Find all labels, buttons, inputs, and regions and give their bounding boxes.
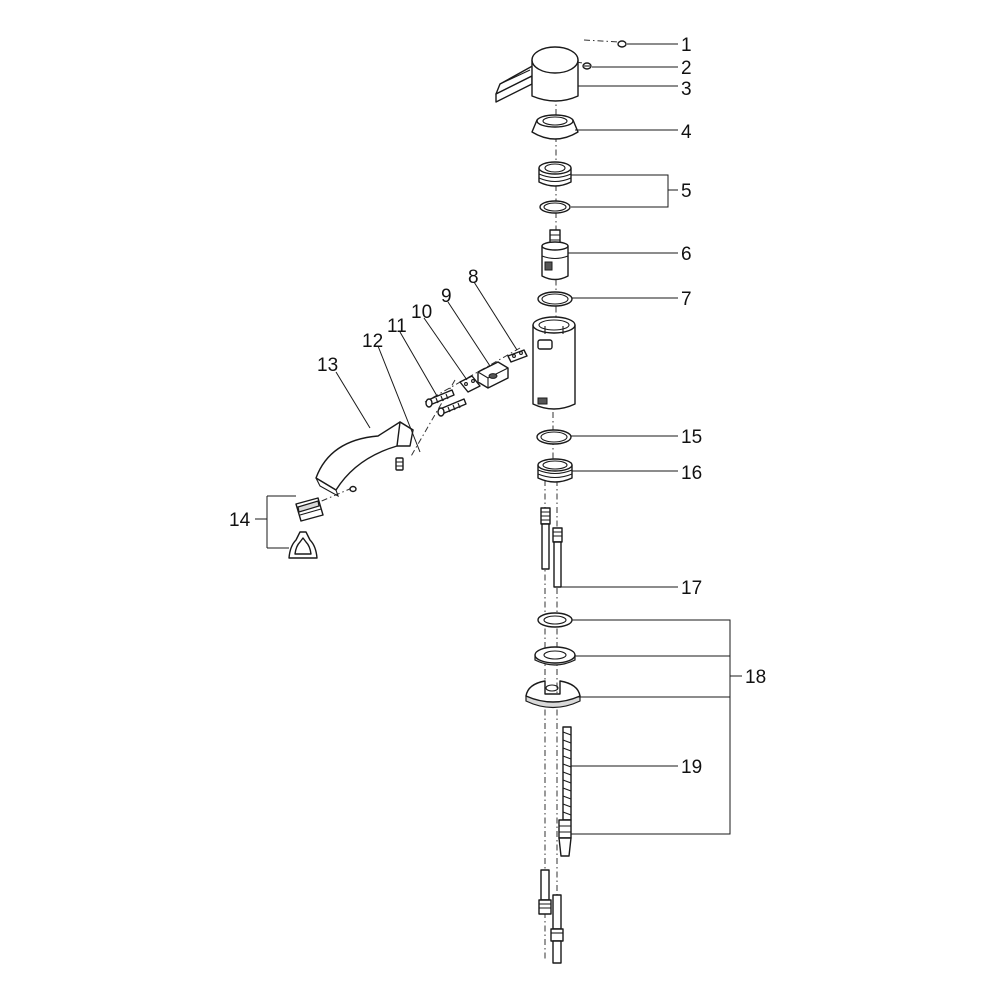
callout-1: 1 — [681, 35, 692, 56]
callout-18: 18 — [745, 667, 766, 688]
callout-9: 9 — [441, 286, 452, 307]
part-9-bracket — [477, 361, 509, 389]
callout-3: 3 — [681, 79, 692, 100]
callout-19: 19 — [681, 757, 702, 778]
callout-labels: 1 2 3 4 5 6 7 8 9 10 11 12 13 14 15 16 1… — [229, 35, 766, 778]
mixer-body — [532, 316, 576, 410]
callout-8: 8 — [468, 267, 479, 288]
part-2-set-screw — [582, 62, 592, 70]
part-17-supply-pipes — [540, 507, 563, 588]
part-14-aerator-and-key — [288, 497, 324, 559]
part-8-plate — [507, 349, 528, 363]
callout-4: 4 — [681, 122, 692, 143]
assembly-axes — [309, 39, 621, 960]
part-15-o-ring — [536, 429, 572, 445]
callout-17: 17 — [681, 578, 702, 599]
callout-16: 16 — [681, 463, 702, 484]
callout-2: 2 — [681, 58, 692, 79]
part-6-cartridge — [541, 229, 569, 281]
part-7-o-ring — [537, 291, 573, 307]
callout-7: 7 — [681, 289, 692, 310]
hose-connectors — [538, 869, 564, 964]
callout-14: 14 — [229, 510, 251, 531]
part-12-grub-screw — [395, 457, 404, 471]
callout-10: 10 — [411, 302, 432, 323]
part-18-mounting-set — [525, 612, 581, 709]
part-10-plate — [459, 375, 481, 393]
part-3-handle-lever — [495, 46, 579, 103]
callout-6: 6 — [681, 244, 692, 265]
callout-12: 12 — [362, 331, 383, 352]
leader-lines — [255, 43, 742, 835]
callout-15: 15 — [681, 427, 702, 448]
part-11-screws — [425, 389, 467, 417]
callout-11: 11 — [387, 316, 407, 337]
part-19-threaded-rod — [558, 726, 572, 857]
part-5-nut-and-ring — [538, 161, 572, 214]
part-13-spout — [315, 421, 414, 498]
part-16-threaded-ring — [537, 458, 573, 483]
callout-13: 13 — [317, 355, 338, 376]
part-1-screw — [617, 40, 627, 48]
part-4-cover-cap — [531, 114, 579, 140]
spout-pin — [349, 485, 357, 493]
callout-5: 5 — [681, 181, 692, 202]
